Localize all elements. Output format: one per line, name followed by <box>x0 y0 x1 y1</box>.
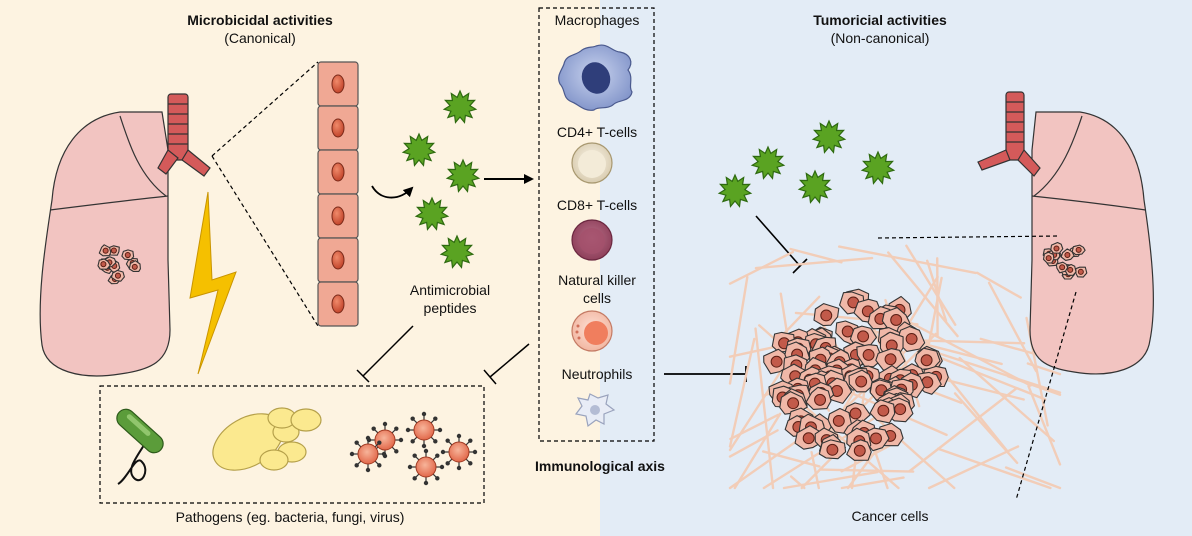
cancer-cell <box>813 303 840 327</box>
cancer-cell <box>818 439 847 460</box>
inhibit-peptides-cancer <box>755 215 801 267</box>
secretion-arrow <box>371 185 414 199</box>
cancer-cell <box>97 258 111 270</box>
cancer-cell <box>1055 261 1069 274</box>
cancer-cell <box>1075 266 1088 278</box>
immune-cell-label-nk: Natural killer <box>558 272 636 288</box>
immune-cell-label-cd8: CD8+ T-cells <box>556 197 638 213</box>
antimicrobial-peptides-right <box>717 119 896 208</box>
cancer-cell <box>846 439 872 461</box>
virus-icons <box>349 411 478 486</box>
cancer-cell <box>869 399 896 424</box>
virus-icon <box>407 448 445 486</box>
cancer-cell <box>1071 244 1086 256</box>
peptide-icon <box>811 119 847 154</box>
right-lung <box>977 91 1154 375</box>
cancer-cell <box>98 244 112 257</box>
right-panel-subtitle: (Non-canonical) <box>830 30 930 46</box>
immune-axis-label: Immunological axis <box>535 458 665 474</box>
zoom-line-top <box>211 61 319 157</box>
cancer-cell <box>848 369 875 393</box>
peptide-icon <box>414 196 450 231</box>
virus-icon <box>405 411 443 449</box>
peptide-icon <box>439 234 475 269</box>
cancer-cell <box>914 347 941 370</box>
peptide-icon <box>750 145 786 180</box>
epithelial-cell-column <box>317 61 359 327</box>
immune-cell-label-nk-line2: cells <box>582 290 611 306</box>
peptide-icon <box>717 173 753 208</box>
virus-icon <box>349 435 387 473</box>
peptide-icon <box>442 89 478 124</box>
cancer-cell <box>1050 241 1064 254</box>
peptides-label-line2: peptides <box>423 300 477 316</box>
lung-tumor-left <box>97 244 141 285</box>
inhibit-peptides-pathogens <box>362 325 414 377</box>
cancer-cell <box>794 425 823 450</box>
immune-axis-box <box>538 7 655 442</box>
zoom-line-cancer-top <box>877 235 1061 239</box>
peptides-label-line1: Antimicrobial <box>409 282 491 298</box>
zoom-line-cancer-bottom <box>1015 291 1077 501</box>
cancer-cell <box>827 407 853 434</box>
peptide-icon <box>445 158 481 193</box>
cancer-cell <box>763 348 790 375</box>
cancer-cell <box>110 269 125 282</box>
bacteria-icon <box>116 408 164 485</box>
peptide-icon <box>401 132 437 167</box>
cancer-cell <box>1042 251 1055 264</box>
zoom-line-bottom <box>211 155 319 327</box>
inhibit-immune-pathogens <box>489 343 530 378</box>
cancer-cell <box>121 249 135 261</box>
lung-tumor-right <box>1042 241 1088 280</box>
fungi-icon <box>212 407 322 471</box>
cancer-cell <box>128 260 141 272</box>
left-panel-title: Microbicidal activities <box>187 12 333 28</box>
virus-icon <box>440 433 478 471</box>
left-panel-subtitle: (Canonical) <box>224 30 296 46</box>
peptide-icon <box>860 150 896 185</box>
pathogens-box <box>99 385 485 504</box>
immune-cell-label-macrophages: Macrophages <box>554 12 640 28</box>
cancer-cell <box>805 386 832 410</box>
left-lung <box>39 93 211 377</box>
immune-cell-label-cd4: CD4+ T-cells <box>556 124 638 140</box>
pathogens-label: Pathogens (eg. bacteria, fungi, virus) <box>175 509 405 525</box>
cancer-cell-cluster <box>763 288 949 461</box>
right-panel-title: Tumoricial activities <box>813 12 947 28</box>
cancer-cells-label: Cancer cells <box>851 508 929 524</box>
cancer-cell <box>1060 248 1075 261</box>
antimicrobial-peptides <box>401 89 481 269</box>
immune-cell-label-neutrophils: Neutrophils <box>561 366 633 382</box>
peptide-icon <box>797 169 833 204</box>
lightning-icon <box>189 191 237 375</box>
